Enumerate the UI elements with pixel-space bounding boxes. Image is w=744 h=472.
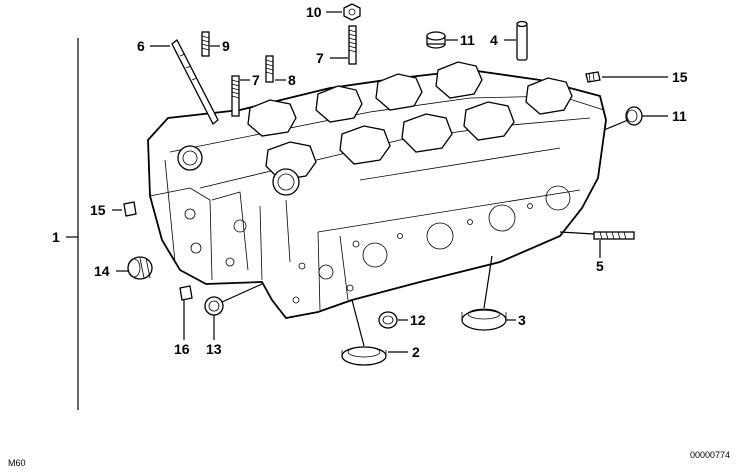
cylinder-head	[147, 61, 607, 319]
callout-16: 16	[174, 341, 190, 357]
assembly-bracket	[66, 38, 79, 410]
parts	[123, 3, 643, 366]
callout-14: 14	[94, 263, 110, 279]
nut-10	[343, 3, 361, 21]
ring-12	[378, 311, 398, 329]
seal-3	[461, 308, 507, 331]
stud-9	[201, 31, 210, 57]
plug-11-upper	[426, 31, 446, 49]
callout-3: 3	[518, 312, 526, 328]
seal-2	[341, 346, 387, 366]
callout-11-upper: 11	[460, 32, 475, 48]
stud-7-lower	[231, 75, 240, 117]
plug-14	[127, 256, 153, 280]
sleeve-4	[516, 20, 528, 61]
plug-15-right	[585, 71, 601, 83]
callout-12: 12	[410, 312, 426, 328]
callout-6: 6	[137, 38, 145, 54]
callout-13: 13	[206, 341, 222, 357]
sleeve-16	[179, 285, 193, 301]
leader-lines	[112, 11, 668, 353]
stud-5	[593, 231, 635, 240]
callout-labels: 1 2 3 4 5 6 7 7 8 9 10 11 11 12 13 14 15…	[8, 4, 730, 468]
bolt-6	[171, 38, 219, 126]
callout-5: 5	[596, 258, 604, 274]
ring-13	[204, 296, 224, 316]
callout-10: 10	[306, 4, 322, 20]
callout-15-right: 15	[672, 69, 688, 85]
plug-15-left	[123, 201, 137, 217]
callout-8: 8	[288, 72, 296, 88]
callout-7-upper: 7	[316, 50, 324, 66]
callout-2: 2	[412, 344, 420, 360]
callout-1: 1	[52, 229, 60, 245]
callout-11-right: 11	[672, 108, 687, 124]
callout-4: 4	[490, 32, 498, 48]
corner-code-right: 00000774	[690, 450, 730, 460]
stud-8	[265, 55, 274, 83]
stud-7-upper	[348, 25, 357, 65]
callout-7-lower: 7	[252, 72, 260, 88]
corner-code-left: M60	[8, 458, 26, 468]
plug-11-right	[625, 106, 643, 126]
callout-9: 9	[222, 38, 230, 54]
callout-15-left: 15	[90, 202, 106, 218]
